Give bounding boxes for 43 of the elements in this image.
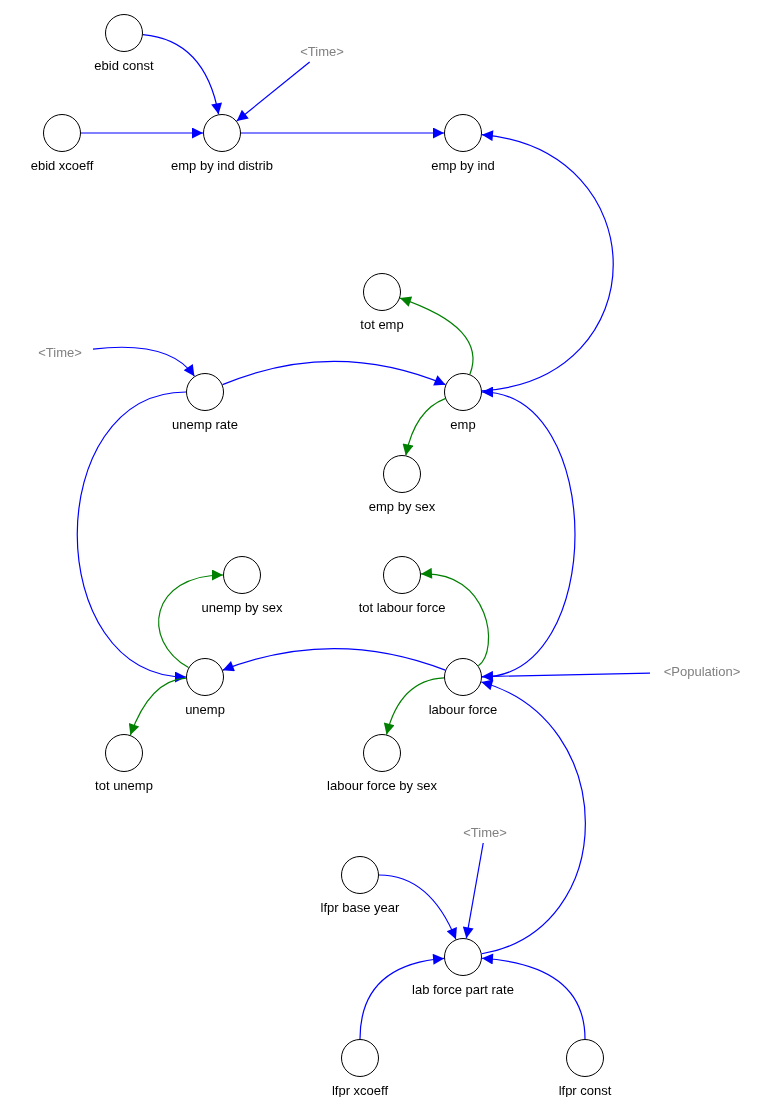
arrow [378, 874, 457, 940]
arrow [142, 34, 222, 115]
variable-label: tot emp [360, 317, 404, 333]
variable-label: labour force [428, 702, 498, 718]
arrow [399, 296, 474, 375]
arrow [158, 570, 224, 669]
variable-label: labour force by sex [327, 778, 437, 794]
shadow-variable-label: <Time> [291, 43, 353, 61]
shadow-variable-label: <Time> [454, 824, 516, 842]
variable-label: ebid const [94, 58, 154, 74]
arrow [481, 388, 576, 678]
shadow-variable-label: <Population> [652, 663, 752, 681]
arrow [76, 391, 187, 681]
arrow [420, 568, 490, 667]
variable-label: lfpr xcoeff [331, 1083, 389, 1097]
variable-label: lfpr const [558, 1083, 612, 1097]
variable-label: emp [450, 417, 476, 433]
arrow [481, 670, 651, 682]
variable-label: unemp by sex [201, 600, 283, 616]
variable-label: ebid xcoeff [30, 158, 94, 174]
arrow [359, 954, 445, 1040]
variable-label: unemp [185, 702, 225, 718]
variable-label: unemp rate [172, 417, 238, 433]
shadow-variable-label: <Time> [29, 344, 91, 362]
variable-label: tot labour force [358, 600, 446, 616]
arrow [80, 127, 204, 139]
arrow [481, 953, 586, 1040]
arrow [92, 346, 195, 377]
arrow [240, 127, 445, 139]
arrow [129, 677, 187, 736]
variable-label: emp by sex [368, 499, 436, 515]
variable-label: lab force part rate [412, 982, 514, 998]
variable-label: tot unemp [95, 778, 153, 794]
variable-label: lfpr base year [320, 900, 400, 916]
variable-label: emp by ind distrib [171, 158, 273, 174]
arrow [222, 647, 446, 672]
arrow [462, 842, 484, 939]
arrow [481, 131, 614, 392]
arrow [384, 677, 445, 736]
arrow [480, 681, 586, 955]
variable-label: emp by ind [431, 158, 495, 174]
arrow [402, 398, 446, 456]
arrow [236, 61, 311, 122]
